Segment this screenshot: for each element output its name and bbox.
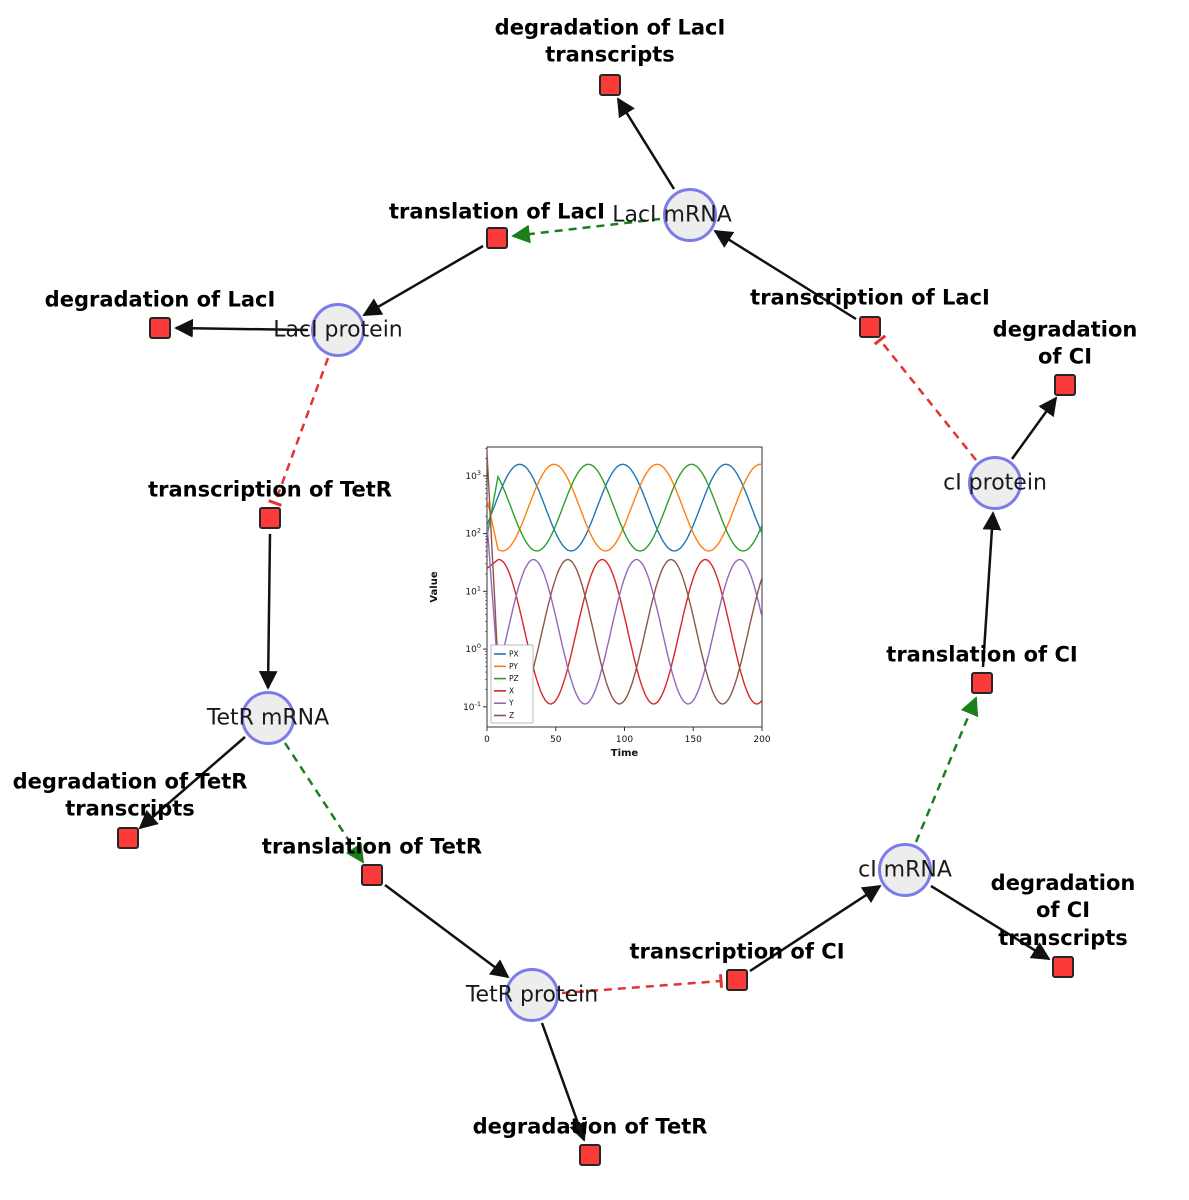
- svg-text:100: 100: [616, 735, 633, 745]
- species-label-ci-protein: cI protein: [943, 470, 1047, 496]
- species-node-laci-mrna[interactable]: [663, 188, 717, 242]
- svg-text:50: 50: [550, 735, 562, 745]
- edge-transcription-tetr-to-tetr-mrna: [258, 533, 278, 690]
- reaction-node-translation-laci[interactable]: [486, 227, 508, 249]
- species-node-ci-protein[interactable]: [968, 456, 1022, 510]
- species-node-tetr-protein[interactable]: [505, 968, 559, 1022]
- reaction-label-translation-tetr: translation of TetR: [261, 834, 483, 859]
- reaction-node-degradation-laci-transcripts[interactable]: [599, 74, 621, 96]
- edge-ci-protein-inhibits-transcription-laci: [873, 334, 977, 461]
- svg-text:PY: PY: [509, 662, 518, 671]
- svg-text:0: 0: [484, 735, 490, 745]
- reaction-label-translation-ci: translation of CI: [886, 642, 1078, 667]
- svg-text:103: 103: [465, 469, 481, 482]
- reaction-label-degradation-tetr-transcripts: degradation of TetR transcripts: [12, 769, 248, 821]
- species-label-tetr-mrna: TetR mRNA: [206, 705, 330, 731]
- reaction-label-degradation-ci-transcripts: degradation of CI transcripts: [990, 871, 1136, 950]
- svg-text:100: 100: [465, 642, 481, 655]
- reaction-label-transcription-laci: transcription of LacI: [750, 285, 990, 310]
- svg-text:200: 200: [753, 735, 770, 745]
- species-label-laci-mrna: LacI mRNA: [612, 202, 732, 228]
- reaction-node-transcription-laci[interactable]: [859, 316, 881, 338]
- svg-text:Time: Time: [611, 748, 639, 758]
- reaction-node-degradation-laci[interactable]: [149, 317, 171, 339]
- svg-text:10-1: 10-1: [463, 700, 481, 713]
- reaction-node-transcription-ci[interactable]: [726, 969, 748, 991]
- reaction-node-degradation-ci[interactable]: [1054, 374, 1076, 396]
- reaction-label-transcription-ci: transcription of CI: [629, 939, 845, 964]
- svg-text:PZ: PZ: [509, 674, 519, 683]
- edge-ci-mrna-modifies-translation-ci: [914, 696, 979, 843]
- svg-text:Y: Y: [508, 699, 514, 708]
- species-label-tetr-protein: TetR protein: [465, 982, 599, 1008]
- reaction-node-translation-ci[interactable]: [971, 672, 993, 694]
- reaction-label-transcription-tetr: transcription of TetR: [148, 477, 392, 502]
- species-node-laci-protein[interactable]: [311, 303, 365, 357]
- svg-text:PX: PX: [509, 650, 519, 659]
- svg-text:Value: Value: [429, 571, 440, 602]
- reaction-label-degradation-laci: degradation of LacI: [44, 287, 276, 312]
- species-label-laci-protein: LacI protein: [273, 317, 403, 343]
- edge-laci-mrna-to-deg-laci-transcripts: [616, 97, 676, 190]
- reaction-node-transcription-tetr[interactable]: [259, 507, 281, 529]
- species-label-ci-mrna: cI mRNA: [858, 857, 952, 883]
- reaction-node-degradation-tetr-transcripts[interactable]: [117, 827, 139, 849]
- reaction-node-translation-tetr[interactable]: [361, 864, 383, 886]
- reaction-label-degradation-ci: degradation of CI: [992, 317, 1138, 369]
- edge-translation-laci-to-laci-protein: [362, 244, 484, 317]
- species-node-tetr-mrna[interactable]: [241, 691, 295, 745]
- svg-text:101: 101: [465, 584, 481, 597]
- edge-ci-protein-to-deg-ci: [1010, 396, 1058, 460]
- reaction-label-degradation-tetr: degradation of TetR: [472, 1114, 708, 1139]
- reaction-node-degradation-ci-transcripts[interactable]: [1052, 956, 1074, 978]
- reaction-label-translation-laci: translation of LacI: [389, 199, 605, 224]
- edge-translation-tetr-to-tetr-protein: [384, 883, 510, 979]
- svg-text:Z: Z: [509, 711, 514, 720]
- reaction-label-degradation-laci-transcripts: degradation of LacI transcripts: [494, 15, 726, 67]
- svg-text:X: X: [509, 686, 514, 695]
- svg-text:102: 102: [465, 527, 481, 540]
- species-node-ci-mrna[interactable]: [878, 843, 932, 897]
- svg-text:150: 150: [685, 735, 702, 745]
- reaction-node-degradation-tetr[interactable]: [579, 1144, 601, 1166]
